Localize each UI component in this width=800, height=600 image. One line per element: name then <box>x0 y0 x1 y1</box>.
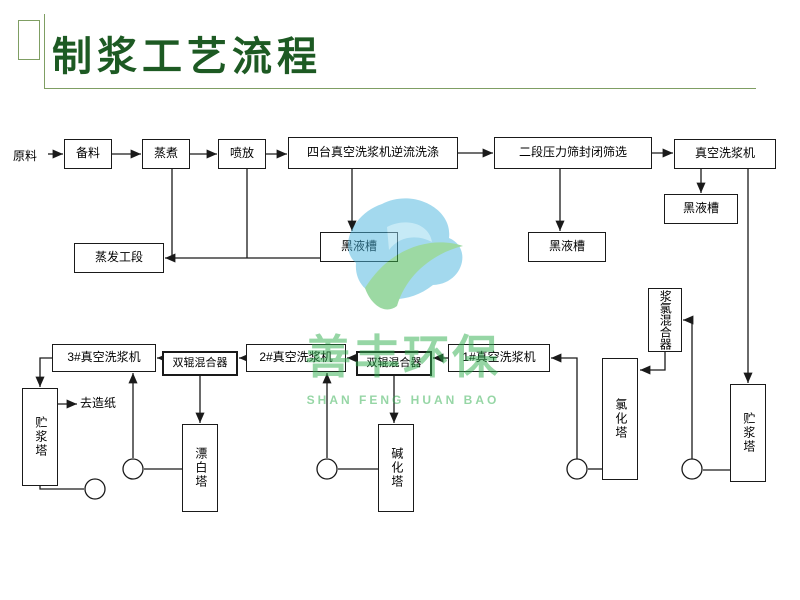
vertical-rule-decoration <box>44 14 45 88</box>
node-cooking: 蒸煮 <box>142 139 190 169</box>
node-pressure-screening: 二段压力筛封闭筛选 <box>494 137 652 169</box>
node-chlorination-tower: 氯化塔 <box>602 358 638 480</box>
raw-material-label: 原料 <box>13 149 38 163</box>
pump-circle-3 <box>316 458 338 480</box>
node-roll-mixer-1: 双辊混合器 <box>162 351 238 376</box>
node-washer-1: 1#真空洗浆机 <box>448 344 550 372</box>
node-storage-tower-right: 贮浆塔 <box>730 384 766 482</box>
node-alkali-tower: 碱化塔 <box>378 424 414 512</box>
node-black-liquor-tank-2: 黑液槽 <box>320 232 398 262</box>
node-washer-3: 3#真空洗浆机 <box>52 344 156 372</box>
node-black-liquor-tank-1: 黑液槽 <box>664 194 738 224</box>
pump-circle-4 <box>566 458 588 480</box>
pump-circle-1 <box>84 478 106 500</box>
node-vacuum-washer: 真空洗浆机 <box>674 139 776 169</box>
node-storage-tower-left: 贮浆塔 <box>22 388 58 486</box>
node-washer-2: 2#真空洗浆机 <box>246 344 346 372</box>
node-material-prep: 备料 <box>64 139 112 169</box>
to-papermaking-label: 去造纸 <box>80 396 117 410</box>
horizontal-rule-decoration <box>44 88 756 89</box>
corner-rect-decoration <box>18 20 40 60</box>
page-title: 制浆工艺流程 <box>52 34 322 79</box>
node-bleaching-tower: 漂白塔 <box>182 424 218 512</box>
node-evaporation: 蒸发工段 <box>74 243 164 273</box>
node-blow: 喷放 <box>218 139 266 169</box>
node-pulp-chlorine-mixer: 浆氯混合器 <box>648 288 682 352</box>
node-roll-mixer-2: 双辊混合器 <box>356 351 432 376</box>
pump-circle-2 <box>122 458 144 480</box>
node-countercurrent-washing: 四台真空洗浆机逆流洗涤 <box>288 137 458 169</box>
node-black-liquor-tank-3: 黑液槽 <box>528 232 606 262</box>
pump-circle-5 <box>681 458 703 480</box>
